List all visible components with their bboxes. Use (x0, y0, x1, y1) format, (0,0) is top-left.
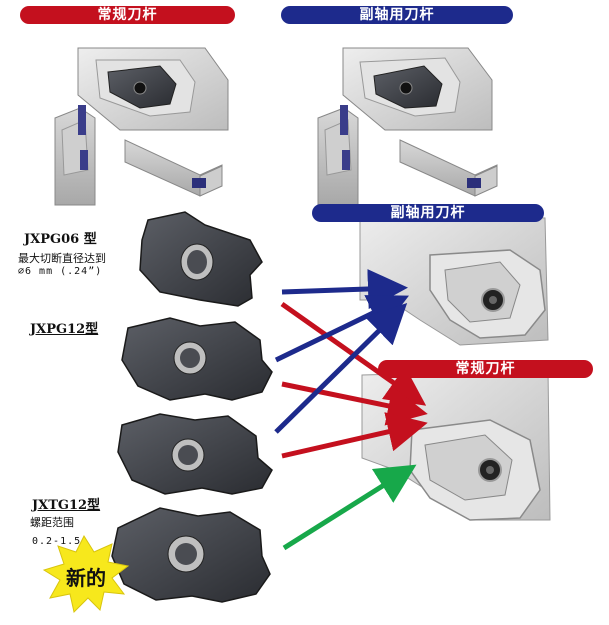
label-jxtg12-desc2: 0.2-1.5 (32, 536, 82, 547)
label-jxtg12-desc1: 螺距范围 (30, 516, 74, 529)
label-jxpg06-desc1: 最大切断直径达到 (18, 252, 106, 265)
sub-spindle-spindle-view (317, 105, 359, 206)
arrow-jxpg12-to-conv (281, 381, 428, 426)
arrow-jxtg12-to-conv (282, 464, 417, 551)
new-badge-text: 新的 (66, 566, 106, 590)
insert-jxpg12 (121, 317, 273, 401)
label-jxpg06-desc2: ∅6 mm (.24”) (18, 266, 103, 277)
conventional-bar-view (124, 139, 223, 197)
new-starburst (42, 534, 130, 613)
conventional-holder-large (361, 369, 551, 521)
label-jxpg12-title: JXPG12型 (30, 322, 99, 337)
header-conventional-right: 常规刀杆 (378, 360, 593, 378)
conventional-holder-top (77, 47, 229, 131)
arrow-jxpg12alt-to-conv (281, 412, 428, 459)
header-conventional: 常规刀杆 (20, 6, 235, 24)
conventional-spindle-view (54, 105, 96, 206)
arrow-jxpg12alt-to-sub (274, 302, 408, 434)
insert-jxpg12-alt (117, 413, 273, 495)
header-sub-spindle-right: 副轴用刀杆 (312, 204, 544, 222)
label-jxpg06-title: JXPG06 型 (24, 232, 97, 247)
sub-spindle-holder-top (342, 47, 493, 131)
sub-spindle-bar-view (399, 139, 498, 197)
arrow-jxpg06-to-sub (281, 269, 408, 310)
label-jxtg12-title: JXTG12型 (32, 498, 101, 513)
insert-jxtg12 (111, 507, 271, 603)
insert-jxpg06 (139, 211, 263, 307)
header-sub-spindle: 副轴用刀杆 (281, 6, 513, 24)
arrow-jxpg06-to-conv (280, 301, 427, 406)
